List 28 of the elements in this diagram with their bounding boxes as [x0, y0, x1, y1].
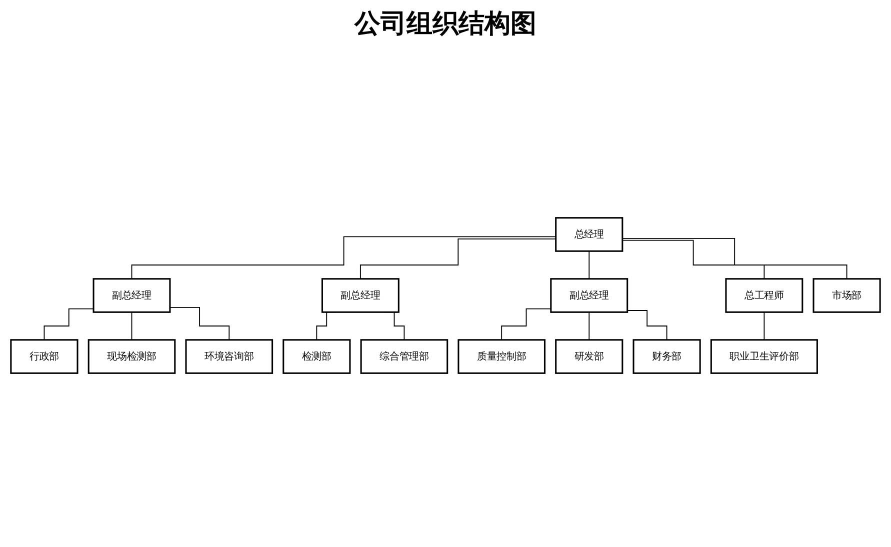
connector	[764, 312, 765, 340]
node-box: 总工程师	[725, 278, 804, 313]
node-box: 副总经理	[550, 278, 628, 313]
connector	[131, 312, 132, 340]
node-box: 副总经理	[92, 278, 171, 313]
node-box: 市场部	[812, 278, 881, 313]
connector	[622, 238, 848, 280]
node-box: 行政部	[10, 339, 78, 374]
node-box: 综合管理部	[360, 339, 448, 374]
node-box: 总经理	[555, 217, 624, 252]
node-box: 质量控制部	[458, 339, 546, 374]
node-box: 研发部	[555, 339, 624, 374]
connector	[588, 312, 590, 340]
connector	[131, 236, 556, 280]
node-box: 环境咨询部	[185, 339, 274, 374]
connector	[626, 310, 668, 340]
node-box: 检测部	[282, 339, 351, 374]
node-box: 财务部	[632, 339, 701, 374]
connector	[170, 307, 230, 340]
node-box: 副总经理	[321, 278, 400, 313]
connector	[588, 250, 590, 280]
connector	[360, 238, 556, 280]
node-box: 现场检测部	[88, 339, 176, 374]
connector	[44, 308, 94, 340]
connector	[622, 240, 765, 280]
diagram-title: 公司组织结构图	[353, 8, 538, 41]
node-box: 职业卫生评价部	[710, 339, 818, 374]
connector	[501, 308, 552, 340]
